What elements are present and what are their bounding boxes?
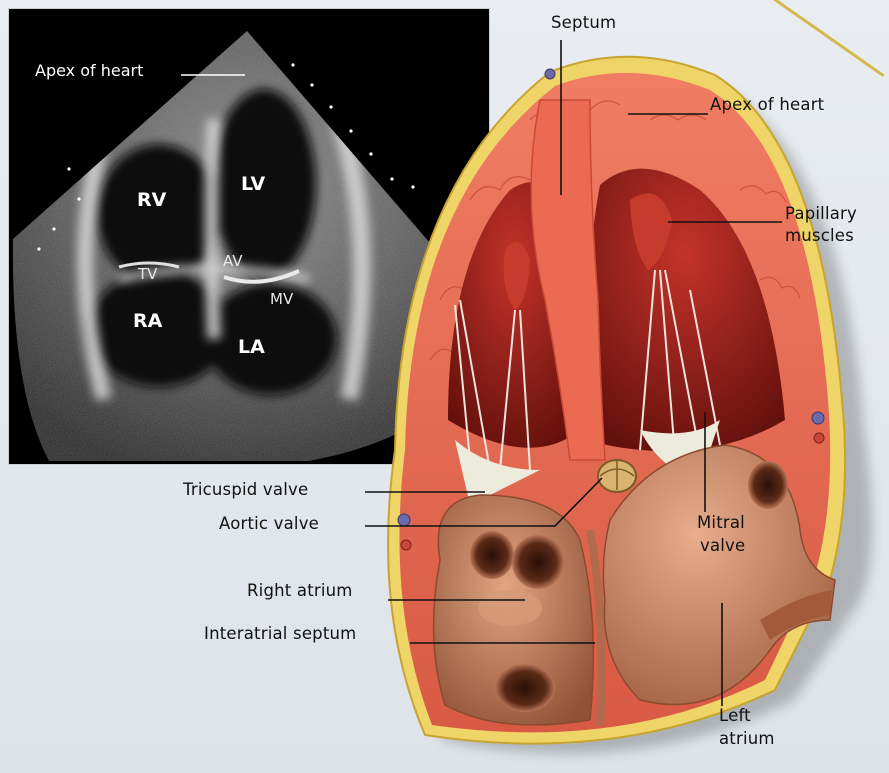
pulmonary-vein-opening [748,461,788,509]
label-papillary-line-1: Papillary [785,205,857,224]
label-aortic-valve: Aortic valve [219,515,319,534]
label-left-atrium-line-1: Left [719,707,751,726]
label-mitral-line-1: Mitral [697,514,745,533]
label-tricuspid-valve: Tricuspid valve [183,481,308,500]
superior-vena-cava-opening [470,531,514,579]
label-mitral-line-2: valve [700,537,745,556]
label-septum: Septum [551,14,616,33]
coronary-sinus-opening [512,535,564,589]
label-apex-of-heart: Apex of heart [710,96,824,115]
label-right-atrium: Right atrium [247,582,353,601]
label-left-atrium-line-2: atrium [719,730,775,749]
label-papillary-line-2: muscles [785,227,854,246]
inferior-vena-cava-opening [495,664,555,712]
label-interatrial-septum: Interatrial septum [204,625,356,644]
